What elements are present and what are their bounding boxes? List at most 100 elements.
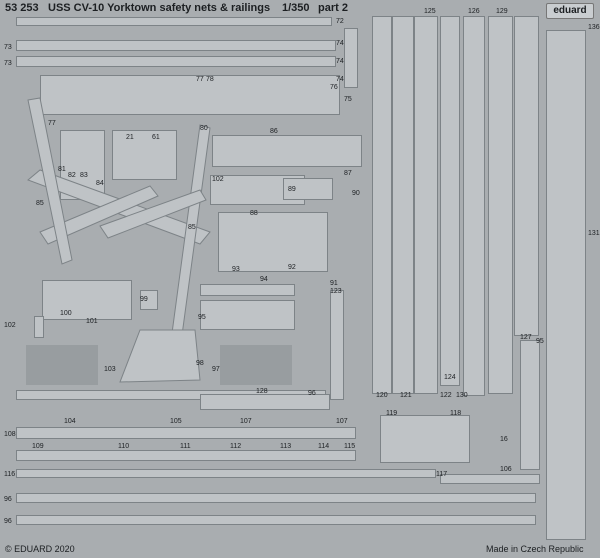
label-121: 121 <box>400 392 412 399</box>
label-107a: 107 <box>240 418 252 425</box>
net-row-76-78 <box>40 75 340 115</box>
label-85b: 85 <box>188 224 196 231</box>
label-104: 104 <box>64 418 76 425</box>
label-112: 112 <box>230 443 242 450</box>
label-111: 111 <box>180 443 191 450</box>
label-74a: 74 <box>336 40 344 47</box>
sheet-title: USS CV-10 Yorktown safety nets & railing… <box>48 2 271 14</box>
label-78: 78 <box>206 76 214 83</box>
vert-rail-125b <box>414 16 438 394</box>
part-123 <box>330 290 344 400</box>
label-120: 120 <box>376 392 388 399</box>
label-73a: 73 <box>4 44 12 51</box>
label-122: 122 <box>440 392 452 399</box>
part-95 <box>200 300 295 330</box>
label-85a: 85 <box>36 200 44 207</box>
label-108: 108 <box>4 431 16 438</box>
label-127: 127 <box>520 334 532 341</box>
label-76: 76 <box>330 84 338 91</box>
part-89 <box>283 178 333 200</box>
label-73b: 73 <box>4 60 12 67</box>
label-103: 103 <box>104 366 116 373</box>
label-89: 89 <box>288 186 296 193</box>
label-107b: 107 <box>336 418 348 425</box>
vert-rail-121 <box>372 16 392 394</box>
label-129: 129 <box>496 8 508 15</box>
nets-92-93 <box>218 212 328 272</box>
label-80: 80 <box>200 125 208 132</box>
label-92: 92 <box>288 264 296 271</box>
label-130: 130 <box>456 392 468 399</box>
label-96b: 96 <box>4 496 12 503</box>
label-88: 88 <box>250 210 258 217</box>
label-77a: 77 <box>196 76 204 83</box>
parts-74 <box>344 28 358 88</box>
rail-96a <box>16 493 536 503</box>
label-87: 87 <box>344 170 352 177</box>
label-84: 84 <box>96 180 104 187</box>
nets-100-101 <box>42 280 132 320</box>
label-94: 94 <box>260 276 268 283</box>
label-114: 114 <box>318 443 330 450</box>
railing-strip-73b <box>16 56 336 67</box>
vert-rail-126 <box>463 16 485 396</box>
label-100: 100 <box>60 310 72 317</box>
kit-number: 53 253 <box>5 2 39 14</box>
rail-108 <box>16 427 356 439</box>
part-94 <box>200 284 295 296</box>
label-91: 91 <box>330 280 338 287</box>
vert-rail-131 <box>546 30 586 540</box>
label-96c: 96 <box>4 518 12 525</box>
label-131: 131 <box>588 230 600 237</box>
label-116: 116 <box>4 471 16 478</box>
label-95b: 95 <box>536 338 544 345</box>
label-82: 82 <box>68 172 76 179</box>
label-119: 119 <box>386 410 398 417</box>
vert-rail-125 <box>392 16 414 394</box>
label-99: 99 <box>140 296 148 303</box>
label-106: 106 <box>500 466 512 473</box>
part-99 <box>140 290 158 310</box>
label-98: 98 <box>196 360 204 367</box>
label-86: 86 <box>270 128 278 135</box>
label-117: 117 <box>436 471 448 478</box>
label-105: 105 <box>170 418 182 425</box>
label-61: 61 <box>152 134 160 141</box>
eduard-logo: eduard <box>546 3 594 19</box>
label-77b: 77 <box>48 120 56 127</box>
label-95a: 95 <box>198 314 206 321</box>
label-74c: 74 <box>336 76 344 83</box>
vert-rail-129 <box>488 16 513 394</box>
label-75: 75 <box>344 96 352 103</box>
label-118: 118 <box>450 410 462 417</box>
rail-96b <box>16 515 536 525</box>
label-125: 125 <box>424 8 436 15</box>
label-93: 93 <box>232 266 240 273</box>
label-74b: 74 <box>336 58 344 65</box>
label-102a: 102 <box>4 322 16 329</box>
label-136: 136 <box>588 24 600 31</box>
label-123: 123 <box>330 288 342 295</box>
label-81: 81 <box>58 166 66 173</box>
label-102b: 102 <box>212 176 224 183</box>
part-label: part 2 <box>318 2 348 14</box>
railing-strip-72 <box>16 17 332 26</box>
copyright-text: © EDUARD 2020 <box>5 544 75 554</box>
label-113: 113 <box>280 443 292 450</box>
label-16: 16 <box>500 436 508 443</box>
label-128: 128 <box>256 388 268 395</box>
label-115: 115 <box>344 443 356 450</box>
rail-109-115 <box>16 450 356 461</box>
part-118-119 <box>380 415 470 463</box>
label-124: 124 <box>444 374 456 381</box>
vert-rail-122 <box>440 16 460 386</box>
label-96a: 96 <box>308 390 316 397</box>
part-128 <box>200 394 330 410</box>
part-117 <box>440 474 540 484</box>
label-90: 90 <box>352 190 360 197</box>
label-83: 83 <box>80 172 88 179</box>
label-21: 21 <box>126 134 134 141</box>
part-127 <box>520 340 540 470</box>
